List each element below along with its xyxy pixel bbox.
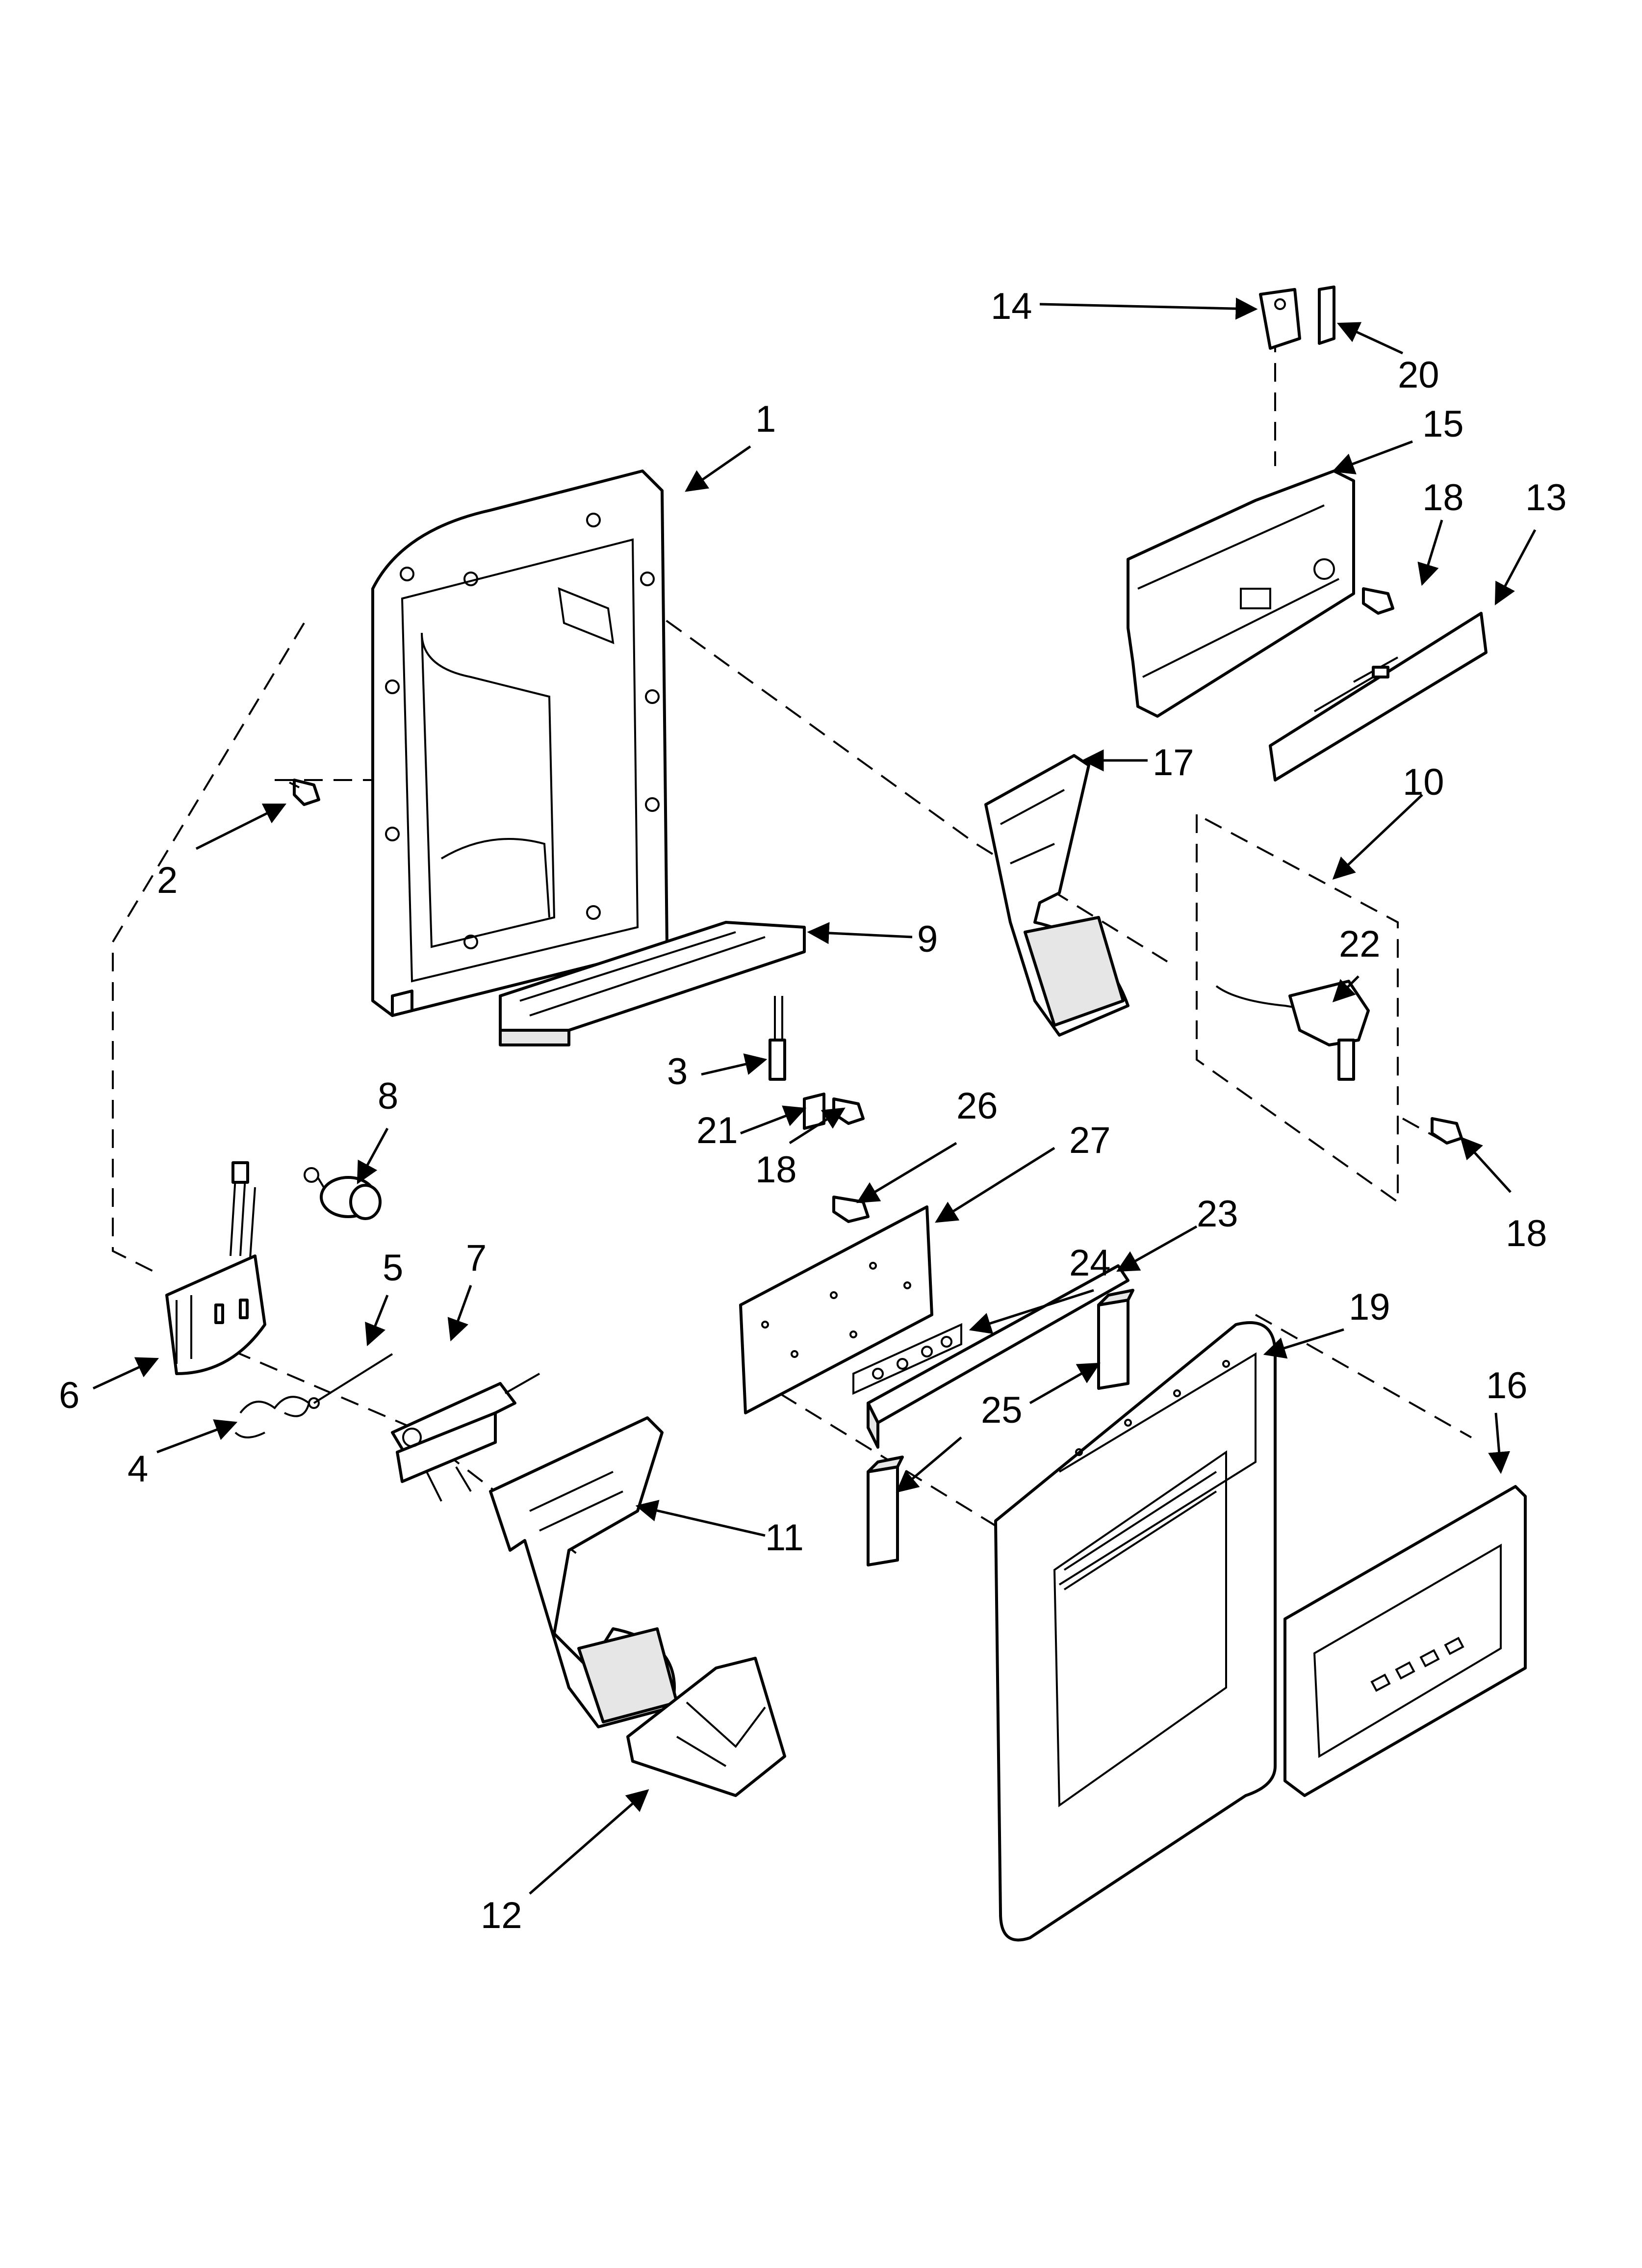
part-8-coil [304, 1167, 382, 1220]
part-5-pin [308, 1353, 393, 1409]
callout-6: 6 [59, 1375, 79, 1416]
part-15-bracket [1127, 469, 1355, 718]
callout-23: 23 [1197, 1193, 1238, 1235]
callout-24: 24 [1069, 1242, 1111, 1284]
callout-13: 13 [1525, 477, 1567, 519]
callout-12: 12 [481, 1895, 522, 1936]
part-22-switch-wire [1215, 980, 1370, 1081]
part-16-trim [1283, 1485, 1527, 1797]
callout-8: 8 [378, 1075, 398, 1117]
callout-9: 9 [917, 918, 938, 960]
callout-26: 26 [956, 1085, 998, 1127]
part-17-lever [984, 754, 1129, 1037]
callout-19: 19 [1349, 1286, 1390, 1328]
callout-3: 3 [667, 1051, 688, 1093]
part-7-flap [391, 1373, 540, 1502]
part-11-lever [489, 1416, 678, 1728]
callout-21: 21 [696, 1110, 738, 1151]
part-25-foam-block-left [867, 1456, 904, 1566]
callout-4: 4 [128, 1448, 148, 1490]
callout-16: 16 [1486, 1365, 1528, 1407]
callout-labels: 1 2 3 4 5 6 7 8 9 10 11 12 13 14 15 16 1… [59, 286, 1567, 1936]
callout-7: 7 [466, 1237, 487, 1279]
part-26-screw [832, 1196, 870, 1223]
part-1-chute-housing [371, 469, 668, 1017]
part-4-spring [234, 1396, 310, 1438]
callout-17: 17 [1153, 742, 1194, 783]
leader-arrows [92, 297, 1537, 1895]
callout-5: 5 [383, 1247, 403, 1289]
callout-2: 2 [157, 860, 178, 901]
part-23-foam-strip [867, 1264, 1129, 1449]
callout-11: 11 [765, 1517, 804, 1559]
part-3-switch [769, 996, 786, 1081]
part-2-screw [289, 779, 320, 806]
part-18-screw-top [1362, 587, 1394, 615]
callout-22: 22 [1339, 923, 1381, 965]
part-9-drip-tray [499, 921, 806, 1046]
part-13-strip [1269, 612, 1488, 782]
part-24-keys [852, 1323, 962, 1395]
callout-20: 20 [1398, 354, 1439, 396]
part-12-chute-cup [626, 1657, 786, 1797]
part-25-foam-block-right [1097, 1289, 1134, 1390]
part-14-switch [1259, 288, 1301, 350]
callout-18-center: 18 [755, 1149, 797, 1191]
part-20-shield [1318, 286, 1335, 345]
part-27-board [739, 1205, 933, 1414]
callout-18-top: 18 [1422, 477, 1464, 519]
callout-1: 1 [755, 398, 776, 440]
callout-14: 14 [991, 286, 1032, 327]
part-18-screw-right [1431, 1117, 1463, 1145]
callout-25: 25 [981, 1389, 1023, 1431]
callout-18-right: 18 [1506, 1213, 1547, 1254]
part-6-motor [165, 1161, 266, 1375]
callout-15: 15 [1422, 403, 1464, 445]
callout-27: 27 [1069, 1120, 1111, 1161]
part-19-frame [994, 1321, 1277, 1942]
callout-10: 10 [1403, 761, 1444, 803]
